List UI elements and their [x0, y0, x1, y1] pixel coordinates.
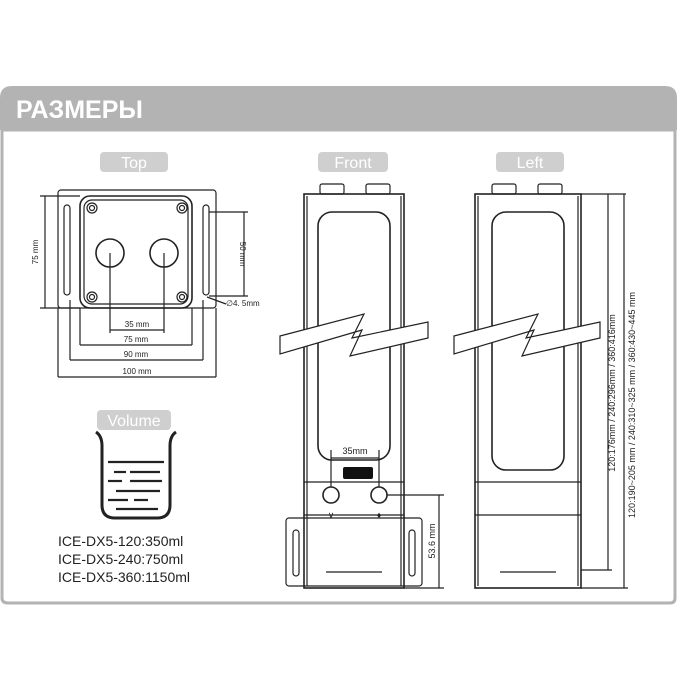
tab-top: [100, 152, 168, 172]
top-w90-label: 90 mm: [124, 350, 149, 359]
top-height-label: 75 mm: [31, 239, 40, 264]
top-inner-height-label: 50 mm: [238, 242, 247, 267]
tab-front-label: Front: [334, 155, 372, 172]
top-view: [40, 189, 248, 378]
volume-item-240: ICE-DX5-240:750ml: [58, 551, 183, 567]
front-break: [279, 313, 429, 357]
volume-item-360: ICE-DX5-360:1150ml: [58, 569, 190, 585]
left-break: [453, 313, 601, 357]
tab-volume-label: Volume: [107, 413, 160, 430]
top-port-spacing-label: 35 mm: [125, 320, 150, 329]
left-inner-dim-label: 120:176mm / 240:296mm / 360:416mm: [607, 314, 617, 472]
header-title: РАЗМЕРЫ: [16, 96, 143, 124]
tab-left-label: Left: [517, 155, 544, 172]
top-w100-label: 100 mm: [123, 367, 152, 376]
top-w75-label: 75 mm: [124, 335, 149, 344]
tab-volume: [97, 410, 171, 430]
arrow-down-icon: ∨: [328, 510, 335, 520]
beaker-icon: [95, 430, 177, 520]
front-port-spacing-label: 35mm: [342, 446, 367, 456]
top-hole-label: ∅4. 5mm: [226, 299, 260, 308]
left-outer-dim-label: 120:190~205 mm / 240:310~325 mm / 360:43…: [627, 292, 637, 518]
volume-item-120: ICE-DX5-120:350ml: [58, 533, 183, 549]
drop-icon: ♦: [377, 510, 382, 520]
tab-left: [496, 152, 564, 172]
front-port-height-label: 53.6 mm: [427, 523, 437, 558]
view-tabs: Top Front Left Volume: [97, 152, 564, 430]
tab-front: [318, 152, 388, 172]
tab-top-label: Top: [121, 155, 147, 172]
logo-badge: [343, 467, 373, 479]
